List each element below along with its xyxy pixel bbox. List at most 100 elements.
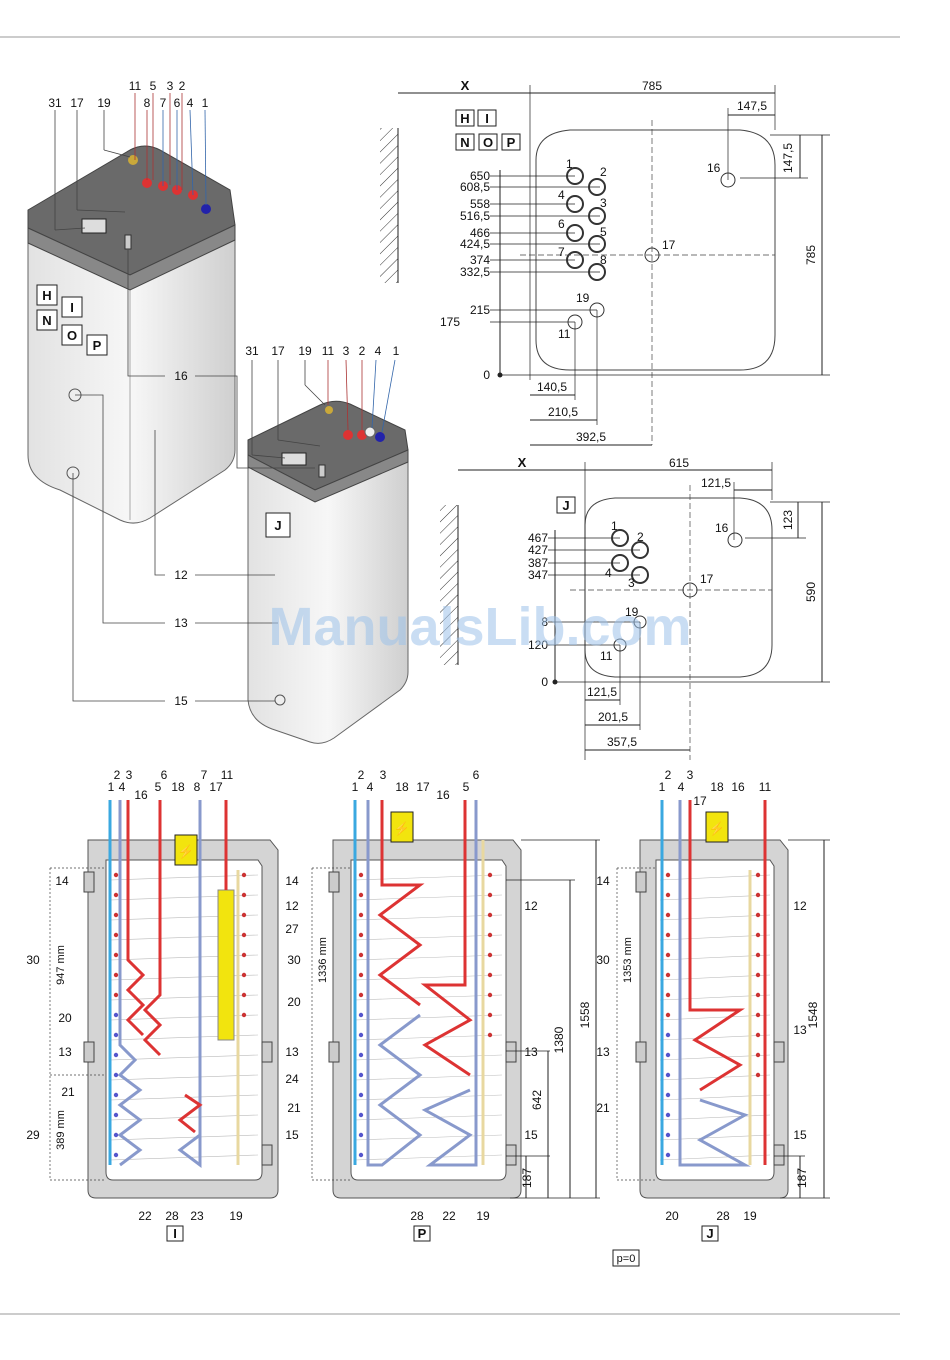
iso-label-7: 7 xyxy=(160,96,167,110)
svg-text:7: 7 xyxy=(201,768,208,782)
section-j-letter: J xyxy=(706,1226,713,1241)
svg-text:21: 21 xyxy=(287,1101,301,1115)
iso-label-2: 2 xyxy=(179,79,186,93)
svg-text:27: 27 xyxy=(285,922,299,936)
footnote-box xyxy=(612,1249,640,1267)
svg-text:17: 17 xyxy=(209,780,223,794)
iso-label-6: 6 xyxy=(174,96,181,110)
iso-label-11: 11 xyxy=(129,79,142,93)
svg-text:0: 0 xyxy=(541,675,548,689)
svg-text:20: 20 xyxy=(665,1209,679,1223)
svg-text:18: 18 xyxy=(395,780,409,794)
svg-text:387: 387 xyxy=(528,556,548,570)
svg-text:2: 2 xyxy=(600,165,607,179)
plan1-dim-392: 392,5 xyxy=(576,430,606,444)
svg-text:8: 8 xyxy=(600,253,607,267)
svg-text:6: 6 xyxy=(473,768,480,782)
letter-p: P xyxy=(93,338,102,353)
svg-text:17: 17 xyxy=(693,794,707,808)
plan1-offset: 147,5 xyxy=(737,99,767,113)
svg-text:6: 6 xyxy=(161,768,168,782)
svg-text:⚡: ⚡ xyxy=(709,821,725,837)
svg-text:16: 16 xyxy=(707,161,721,175)
svg-text:⚡: ⚡ xyxy=(394,821,410,837)
svg-text:1548: 1548 xyxy=(806,1001,820,1028)
svg-text:1336 mm: 1336 mm xyxy=(317,937,329,983)
svg-text:24: 24 xyxy=(285,1072,299,1086)
svg-text:332,5: 332,5 xyxy=(460,265,490,279)
svg-text:3: 3 xyxy=(687,768,694,782)
section-j: ⚡ 1548 187 2 3 1 4 17 18 16 11 14 xyxy=(596,768,830,1242)
plan1-dim-140: 140,5 xyxy=(537,380,567,394)
svg-text:28: 28 xyxy=(410,1209,424,1223)
svg-text:424,5: 424,5 xyxy=(460,237,490,251)
svg-text:1380: 1380 xyxy=(552,1026,566,1053)
svg-text:29: 29 xyxy=(26,1128,40,1142)
iso-small-label-17: 17 xyxy=(271,344,285,358)
svg-text:650: 650 xyxy=(470,169,490,183)
svg-text:28: 28 xyxy=(716,1209,730,1223)
svg-text:558: 558 xyxy=(470,197,490,211)
svg-text:466: 466 xyxy=(470,226,490,240)
watermark: ManualsLib.com xyxy=(268,597,691,657)
iso-label-4: 4 xyxy=(187,96,194,110)
plan2-dim-201: 201,5 xyxy=(598,710,628,724)
svg-text:8: 8 xyxy=(541,615,548,629)
svg-text:1353 mm: 1353 mm xyxy=(622,937,634,983)
letter-i: I xyxy=(70,300,74,315)
iso-label-8: 8 xyxy=(144,96,151,110)
svg-text:21: 21 xyxy=(596,1101,610,1115)
svg-text:11: 11 xyxy=(221,768,234,782)
plan2-dim-121: 121,5 xyxy=(587,685,617,699)
svg-text:13: 13 xyxy=(596,1045,610,1059)
iso-label-19: 19 xyxy=(97,96,111,110)
plan2-letter-j: J xyxy=(562,498,569,513)
svg-text:4: 4 xyxy=(605,566,612,580)
svg-text:13: 13 xyxy=(285,1045,299,1059)
svg-text:175: 175 xyxy=(440,315,460,329)
svg-text:1: 1 xyxy=(352,780,359,794)
letter-o: O xyxy=(67,328,77,343)
svg-text:2: 2 xyxy=(358,768,365,782)
plan1-letter-h: H xyxy=(460,111,469,126)
svg-text:14: 14 xyxy=(596,874,610,888)
plan1-letter-p: P xyxy=(507,135,516,150)
section-i-letter: I xyxy=(173,1226,177,1241)
svg-text:22: 22 xyxy=(442,1209,456,1223)
section-p-letter: P xyxy=(418,1226,427,1241)
svg-text:18: 18 xyxy=(710,780,724,794)
svg-text:5: 5 xyxy=(600,225,607,239)
iso-label-5: 5 xyxy=(150,79,157,93)
iso-tank-large: H I N O P 11 5 3 2 8 7 xyxy=(27,79,236,524)
svg-text:187: 187 xyxy=(795,1168,809,1188)
svg-text:187: 187 xyxy=(520,1168,534,1188)
svg-text:30: 30 xyxy=(26,953,40,967)
plan1-letter-i: I xyxy=(485,111,489,126)
svg-text:16: 16 xyxy=(436,788,450,802)
footnote-text: p=0 xyxy=(617,1253,636,1265)
svg-text:1: 1 xyxy=(108,780,115,794)
section-j-top-labels: 2 3 1 4 17 18 16 11 xyxy=(659,768,772,808)
svg-text:1: 1 xyxy=(659,780,666,794)
label-13: 13 xyxy=(174,616,188,630)
svg-text:427: 427 xyxy=(528,543,548,557)
svg-text:389 mm: 389 mm xyxy=(55,1110,67,1150)
svg-text:7: 7 xyxy=(558,245,565,259)
iso-large-letter-grid: H I N O P xyxy=(36,284,108,356)
svg-text:347: 347 xyxy=(528,568,548,582)
letter-h: H xyxy=(42,288,51,303)
svg-text:2: 2 xyxy=(637,530,644,544)
plan1-width: 785 xyxy=(642,79,662,93)
side-leaders xyxy=(72,250,315,702)
svg-text:642: 642 xyxy=(530,1090,544,1110)
svg-text:516,5: 516,5 xyxy=(460,209,490,223)
svg-text:23: 23 xyxy=(190,1209,204,1223)
iso-label-31: 31 xyxy=(48,96,62,110)
plan1-letter-o: O xyxy=(483,135,493,150)
svg-text:608,5: 608,5 xyxy=(460,180,490,194)
iso-small-label-2: 2 xyxy=(359,344,366,358)
svg-text:215: 215 xyxy=(470,303,490,317)
iso-tank-small: J 31 17 19 11 3 2 4 1 xyxy=(245,344,409,744)
svg-text:19: 19 xyxy=(576,291,590,305)
